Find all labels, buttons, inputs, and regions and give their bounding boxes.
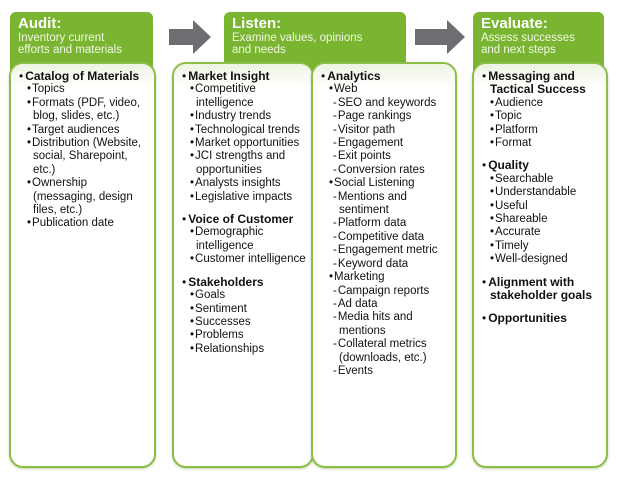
- list-item: Understandable: [482, 186, 600, 199]
- sub-item: Mentions and sentiment: [321, 191, 449, 218]
- group-title: Catalog of Materials: [19, 69, 148, 83]
- evaluate-subtitle-2: and next steps: [481, 44, 556, 56]
- sub-item: Ad data: [321, 298, 449, 311]
- list-item: Goals: [182, 289, 306, 302]
- list-item: Accurate: [482, 226, 600, 239]
- sub-item: Events: [321, 365, 449, 378]
- list-item: Industry trends: [182, 110, 306, 123]
- group-title: Messaging and Tactical Success: [482, 69, 600, 97]
- evaluate-title: Evaluate:: [481, 15, 548, 32]
- list-item: Market opportunities: [182, 137, 306, 150]
- sub-item: Collateral metrics (downloads, etc.): [321, 338, 449, 365]
- list-item: Sentiment: [182, 303, 306, 316]
- group-market-insight: Market Insight Competitive intelligence …: [182, 69, 306, 204]
- list-item: Ownership (messaging, design files, etc.…: [19, 177, 148, 217]
- list-item: Target audiences: [19, 124, 148, 137]
- sub-item: Page rankings: [321, 110, 449, 123]
- audit-subtitle-2: efforts and materials: [18, 44, 122, 56]
- sub-item: Keyword data: [321, 258, 449, 271]
- listen-title: Listen:: [232, 15, 282, 32]
- list-item: Demographic intelligence: [182, 226, 306, 253]
- listen-subtitle-2: and needs: [232, 44, 286, 56]
- group-title: Market Insight: [182, 69, 306, 83]
- list-item: Well-designed: [482, 253, 600, 266]
- section-label: Social Listening: [321, 177, 449, 190]
- list-item: Topics: [19, 83, 148, 96]
- group-title: Quality: [482, 159, 600, 173]
- group-title: Alignment with stakeholder goals: [482, 275, 600, 303]
- list-item: Problems: [182, 329, 306, 342]
- arrow-right-icon: [169, 20, 211, 54]
- listen-subtitle-1: Examine values, opinions: [232, 32, 363, 44]
- list-item: Timely: [482, 240, 600, 253]
- list-item: Analysts insights: [182, 177, 306, 190]
- list-item: Formats (PDF, video, blog, slides, etc.): [19, 97, 148, 124]
- group-analytics: Analytics Web SEO and keywords Page rank…: [321, 69, 449, 378]
- sub-item: Platform data: [321, 217, 449, 230]
- sub-item: Engagement metric: [321, 244, 449, 257]
- list-item: JCI strengths and opportunities: [182, 150, 306, 177]
- list-item: Customer intelligence: [182, 253, 306, 266]
- section-label: Marketing: [321, 271, 449, 284]
- audit-subtitle-1: Inventory current: [18, 32, 105, 44]
- group-title: Voice of Customer: [182, 212, 306, 226]
- list-item: Shareable: [482, 213, 600, 226]
- audit-panel: Catalog of Materials Topics Formats (PDF…: [9, 62, 156, 468]
- list-item: Legislative impacts: [182, 191, 306, 204]
- group-opportunities: Opportunities: [482, 311, 600, 325]
- list-item: Useful: [482, 200, 600, 213]
- sub-item: Campaign reports: [321, 285, 449, 298]
- group-title: Analytics: [321, 69, 449, 83]
- list-item: Competitive intelligence: [182, 83, 306, 110]
- list-item: Technological trends: [182, 124, 306, 137]
- audit-title: Audit:: [18, 15, 62, 32]
- sub-item: Engagement: [321, 137, 449, 150]
- list-item: Successes: [182, 316, 306, 329]
- listen-left-panel: Market Insight Competitive intelligence …: [172, 62, 314, 468]
- list-item: Format: [482, 137, 600, 150]
- sub-item: Conversion rates: [321, 164, 449, 177]
- list-item: Searchable: [482, 173, 600, 186]
- group-voice-of-customer: Voice of Customer Demographic intelligen…: [182, 212, 306, 267]
- group-title: Stakeholders: [182, 275, 306, 289]
- group-messaging-tactical-success: Messaging and Tactical Success Audience …: [482, 69, 600, 150]
- list-item: Distribution (Website, social, Sharepoin…: [19, 137, 148, 177]
- group-quality: Quality Searchable Understandable Useful…: [482, 159, 600, 266]
- listen-right-panel: Analytics Web SEO and keywords Page rank…: [311, 62, 457, 468]
- sub-item: Exit points: [321, 150, 449, 163]
- sub-item: Media hits and mentions: [321, 311, 449, 338]
- section-label: Web: [321, 83, 449, 96]
- list-item: Platform: [482, 124, 600, 137]
- group-alignment: Alignment with stakeholder goals: [482, 275, 600, 303]
- list-item: Audience: [482, 97, 600, 110]
- group-stakeholders: Stakeholders Goals Sentiment Successes P…: [182, 275, 306, 356]
- list-item: Relationships: [182, 343, 306, 356]
- sub-item: Competitive data: [321, 231, 449, 244]
- evaluate-subtitle-1: Assess successes: [481, 32, 575, 44]
- group-catalog-of-materials: Catalog of Materials Topics Formats (PDF…: [19, 69, 148, 231]
- list-item: Topic: [482, 110, 600, 123]
- evaluate-panel: Messaging and Tactical Success Audience …: [472, 62, 608, 468]
- group-title: Opportunities: [482, 311, 600, 325]
- sub-item: SEO and keywords: [321, 97, 449, 110]
- list-item: Publication date: [19, 217, 148, 230]
- arrow-right-icon: [415, 20, 465, 54]
- sub-item: Visitor path: [321, 124, 449, 137]
